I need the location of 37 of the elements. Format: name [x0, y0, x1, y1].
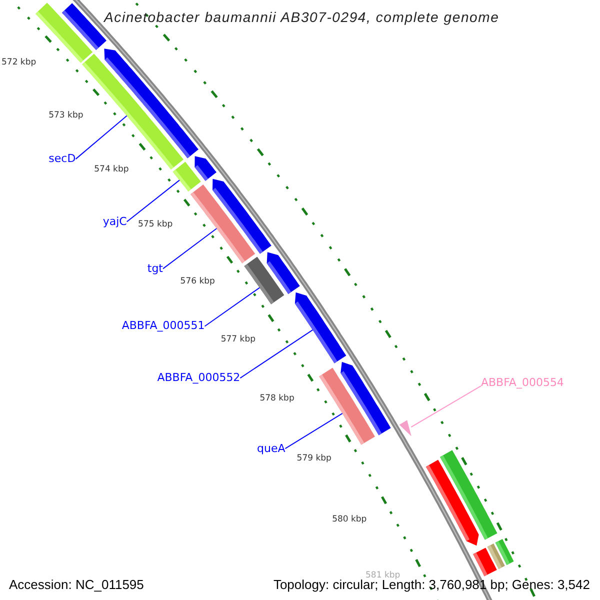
gene-label: ABBFA_000552 — [157, 372, 240, 384]
scale-label: 572 kbp — [2, 58, 36, 68]
gene-bar — [190, 184, 256, 264]
gene-label: ABBFA_000554 — [480, 376, 564, 389]
scale-label: 579 kbp — [296, 454, 332, 464]
gene-label: yajC — [102, 216, 127, 228]
gene-bar — [172, 162, 201, 192]
leader-line — [75, 115, 128, 160]
gene-bar — [440, 450, 498, 540]
gene-label: tgt — [147, 262, 163, 275]
gene-bar — [36, 2, 93, 63]
leader-line — [204, 287, 260, 327]
leader-line — [284, 412, 343, 450]
leader-line — [126, 180, 180, 222]
scale-label: 575 kbp — [138, 220, 173, 230]
gene-bar — [495, 539, 514, 565]
leader-line — [240, 329, 314, 379]
scale-label: 574 kbp — [94, 165, 129, 174]
scale-label: 578 kbp — [260, 394, 294, 404]
title: Acinetobacter baumannii AB307-0294, complete genome — [104, 10, 500, 26]
leader-line — [162, 228, 218, 270]
scale-label: 576 kbp — [180, 277, 215, 287]
scale-label: 581 kbp — [366, 571, 400, 580]
scale-label: 577 kbp — [220, 335, 256, 345]
scale-label: 580 kbp — [332, 516, 367, 526]
gene-bar — [319, 368, 375, 445]
footer-text: Accession: NC_011595 — [9, 578, 144, 592]
gene-marker — [399, 420, 412, 436]
scale-label: 573 kbp — [48, 110, 84, 120]
gene-block — [194, 156, 216, 181]
gene-label: queA — [256, 442, 286, 455]
footer-text: Topology: circular; Length: 3,760,981 bp; Genes: 3,542 — [273, 578, 590, 592]
gene-label: ABBFA_000551 — [122, 320, 205, 332]
gene-bar — [244, 256, 284, 304]
gene-block — [294, 292, 346, 364]
leader-line — [410, 385, 482, 428]
gene-label: secD — [48, 153, 76, 166]
